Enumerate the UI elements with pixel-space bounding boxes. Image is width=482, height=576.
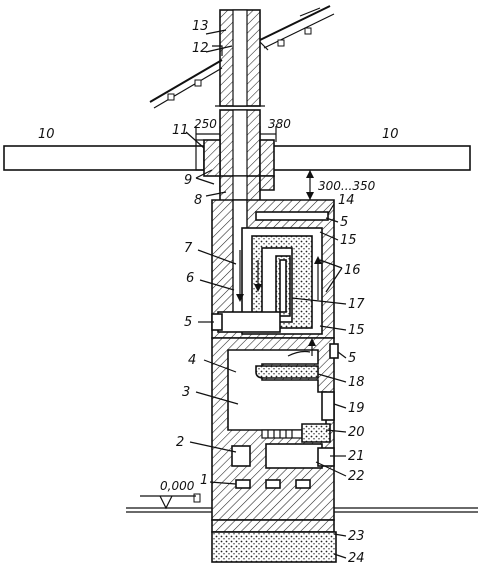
label-16: 16 bbox=[344, 263, 361, 278]
flow-arrows bbox=[236, 250, 322, 357]
label-15-bottom: 15 bbox=[348, 323, 365, 338]
label-14: 14 bbox=[338, 193, 355, 208]
label-17: 17 bbox=[348, 297, 365, 312]
chimney-top bbox=[212, 9, 269, 107]
label-20: 20 bbox=[348, 425, 365, 440]
stove-body bbox=[211, 199, 339, 521]
labels: 13 12 10 10 11 250 380 300...350 9 8 14 … bbox=[38, 19, 399, 566]
leader-lines bbox=[185, 29, 347, 559]
label-11: 11 bbox=[172, 123, 189, 138]
label-12: 12 bbox=[192, 41, 209, 56]
label-24: 24 bbox=[348, 551, 365, 566]
label-2: 2 bbox=[176, 435, 184, 450]
label-13: 13 bbox=[192, 19, 209, 34]
label-5-right: 5 bbox=[348, 351, 356, 366]
label-23: 23 bbox=[348, 529, 365, 544]
dimension-clearance bbox=[306, 170, 314, 200]
dim-250: 250 bbox=[194, 117, 217, 131]
label-10-right: 10 bbox=[382, 127, 399, 142]
label-9: 9 bbox=[184, 173, 192, 188]
roof-right bbox=[259, 5, 335, 49]
label-19: 19 bbox=[348, 401, 365, 416]
label-4: 4 bbox=[188, 353, 196, 368]
label-3: 3 bbox=[182, 385, 190, 400]
label-1: 1 bbox=[200, 473, 208, 488]
level-0000: 0,000 bbox=[160, 479, 195, 493]
label-10-left: 10 bbox=[38, 127, 55, 142]
label-15-top: 15 bbox=[340, 233, 357, 248]
label-22: 22 bbox=[348, 469, 365, 484]
level-mark bbox=[140, 495, 196, 510]
label-8: 8 bbox=[194, 193, 202, 208]
dimension-top bbox=[195, 126, 277, 142]
label-7: 7 bbox=[184, 241, 193, 256]
label-18: 18 bbox=[348, 375, 365, 390]
label-5-left: 5 bbox=[184, 315, 192, 330]
roof-left bbox=[149, 59, 223, 109]
ceiling-slab bbox=[3, 139, 471, 177]
label-6: 6 bbox=[186, 271, 194, 286]
floor-line bbox=[126, 493, 478, 513]
dim-380: 380 bbox=[268, 117, 291, 131]
foundation bbox=[211, 519, 337, 563]
label-5-top: 5 bbox=[340, 215, 348, 230]
label-21: 21 bbox=[348, 449, 365, 464]
dim-300-350: 300...350 bbox=[318, 179, 376, 193]
